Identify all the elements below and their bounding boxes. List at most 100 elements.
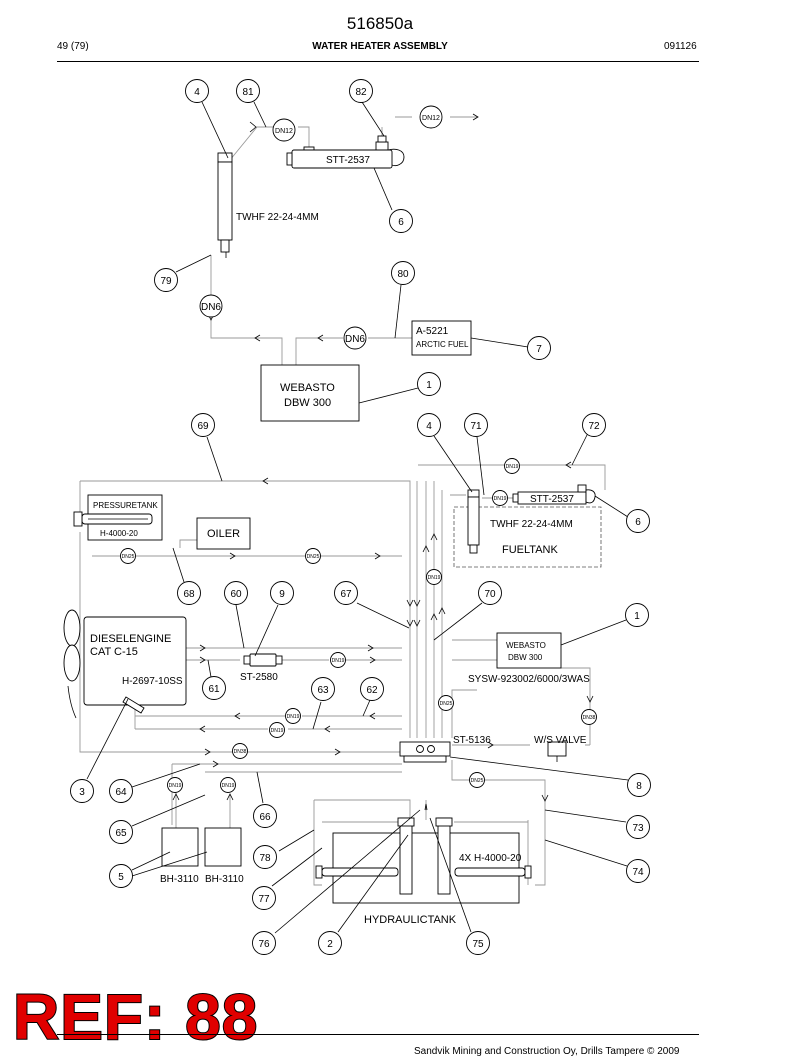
balloon-63: 63 xyxy=(311,677,335,701)
svg-text:76: 76 xyxy=(258,939,270,950)
a-5221-label: A-5221 xyxy=(416,326,449,337)
balloon-80: 80 xyxy=(391,261,415,285)
upper-arrows xyxy=(207,113,479,342)
svg-text:DN6: DN6 xyxy=(345,334,365,345)
balloon-4-upper: 4 xyxy=(185,79,209,103)
ws-valve: W/S VALVE xyxy=(534,735,587,762)
hose-tag-dn19-d: DN19 xyxy=(330,652,346,668)
twhf-lower xyxy=(467,489,480,554)
stt-2537-lower-label: STT-2537 xyxy=(530,494,574,505)
svg-text:9: 9 xyxy=(279,589,285,600)
twhf-upper: TWHF 22-24-4MM xyxy=(217,152,319,258)
svg-text:4: 4 xyxy=(194,87,200,98)
webasto-upper-label-2: DBW 300 xyxy=(284,397,331,409)
balloon-4-lower: 4 xyxy=(417,413,441,437)
svg-text:78: 78 xyxy=(259,853,271,864)
hose-tag-dn12-a: DN12 xyxy=(272,118,296,142)
svg-text:3: 3 xyxy=(79,787,85,798)
balloon-60: 60 xyxy=(224,581,248,605)
webasto-lower-label-2: DBW 300 xyxy=(508,653,543,662)
leader-lines xyxy=(86,101,629,934)
svg-text:DN19: DN19 xyxy=(222,783,235,789)
twhf-upper-label: TWHF 22-24-4MM xyxy=(236,212,319,223)
balloon-1-lower: 1 xyxy=(625,603,649,627)
bh-3110-blocks: BH-3110 BH-3110 xyxy=(160,827,244,885)
balloons: 4 81 82 6 79 80 7 1 69 4 71 72 6 68 60 9… xyxy=(70,79,651,955)
svg-text:DN19: DN19 xyxy=(169,783,182,789)
svg-text:DN25: DN25 xyxy=(471,778,484,784)
balloon-6-upper: 6 xyxy=(389,209,413,233)
hose-tag-dn12-b: DN12 xyxy=(419,105,443,129)
hydraulictank-label: HYDRAULICTANK xyxy=(364,914,457,926)
hose-tag-dn38-a: DN38 xyxy=(581,709,597,725)
svg-text:7: 7 xyxy=(536,344,542,355)
svg-text:1: 1 xyxy=(634,611,640,622)
ref-stamp: REF: 88 xyxy=(12,981,259,1053)
balloon-81: 81 xyxy=(236,79,260,103)
svg-text:1: 1 xyxy=(426,380,432,391)
svg-text:70: 70 xyxy=(484,589,496,600)
svg-text:67: 67 xyxy=(340,589,352,600)
stt-2537-upper-label: STT-2537 xyxy=(326,155,370,166)
svg-text:62: 62 xyxy=(366,685,378,696)
svg-text:DN6: DN6 xyxy=(201,302,221,313)
svg-text:8: 8 xyxy=(636,781,642,792)
balloon-65: 65 xyxy=(109,820,133,844)
svg-text:2: 2 xyxy=(327,939,333,950)
hose-tag-dn25-b: DN25 xyxy=(305,548,321,564)
balloon-66: 66 xyxy=(253,804,277,828)
balloon-61: 61 xyxy=(202,676,226,700)
balloon-72: 72 xyxy=(582,413,606,437)
balloon-2: 2 xyxy=(318,931,342,955)
doc-number: 516850a xyxy=(346,14,414,33)
dieselengine-label-1: DIESELENGINE xyxy=(90,633,171,645)
balloon-68: 68 xyxy=(177,581,201,605)
stt-2537-lower: STT-2537 xyxy=(512,484,596,505)
hose-tag-dn19-b: DN19 xyxy=(492,490,508,506)
oiler-label: OILER xyxy=(207,528,240,540)
balloon-8: 8 xyxy=(627,773,651,797)
svg-text:61: 61 xyxy=(208,684,220,695)
hose-tag-dn25-c: DN25 xyxy=(438,695,454,711)
webasto-upper-box: WEBASTO DBW 300 xyxy=(260,364,360,422)
hose-tags: DN12 DN12 DN6 DN6 DN19 DN19 DN25 DN25 DN… xyxy=(120,105,597,793)
svg-text:DN12: DN12 xyxy=(422,115,440,122)
balloon-67: 67 xyxy=(334,581,358,605)
page-title: WATER HEATER ASSEMBLY xyxy=(312,41,448,52)
hose-tag-dn19-c: DN19 xyxy=(426,569,442,585)
dieselengine-box: DIESELENGINE CAT C-15 H-2697-10SS xyxy=(63,609,187,719)
balloon-70: 70 xyxy=(478,581,502,605)
balloon-62: 62 xyxy=(360,677,384,701)
footer-rule xyxy=(57,1034,699,1035)
lower-arrows xyxy=(172,461,594,811)
balloon-82: 82 xyxy=(349,79,373,103)
balloon-5: 5 xyxy=(109,864,133,888)
balloon-79: 79 xyxy=(154,268,178,292)
oiler-box: OILER xyxy=(196,517,251,550)
webasto-upper-label-1: WEBASTO xyxy=(280,382,335,394)
hose-tag-dn19-g: DN19 xyxy=(167,777,183,793)
dieselengine-label-2: CAT C-15 xyxy=(90,646,138,658)
svg-text:71: 71 xyxy=(470,421,482,432)
st-2580: ST-2580 xyxy=(240,653,283,683)
svg-text:DN12: DN12 xyxy=(275,128,293,135)
svg-text:64: 64 xyxy=(115,787,127,798)
hydraulictank-box: 4X H-4000-20 HYDRAULICTANK xyxy=(315,817,532,926)
svg-text:80: 80 xyxy=(397,269,409,280)
svg-text:63: 63 xyxy=(317,685,329,696)
svg-text:DN25: DN25 xyxy=(122,554,135,560)
arctic-fuel-label: ARCTIC FUEL xyxy=(416,340,469,349)
bh-3110-a-label: BH-3110 xyxy=(160,874,199,885)
svg-text:73: 73 xyxy=(632,823,644,834)
hose-tag-dn25-a: DN25 xyxy=(120,548,136,564)
svg-text:79: 79 xyxy=(160,276,172,287)
h-4000-20-label: H-4000-20 xyxy=(100,529,138,538)
svg-text:6: 6 xyxy=(398,217,404,228)
svg-text:DN19: DN19 xyxy=(287,714,300,720)
page-number: 49 (79) xyxy=(57,41,89,52)
hose-tag-dn6-b: DN6 xyxy=(343,326,367,350)
balloon-75: 75 xyxy=(466,931,490,955)
balloon-3: 3 xyxy=(70,779,94,803)
svg-text:68: 68 xyxy=(183,589,195,600)
